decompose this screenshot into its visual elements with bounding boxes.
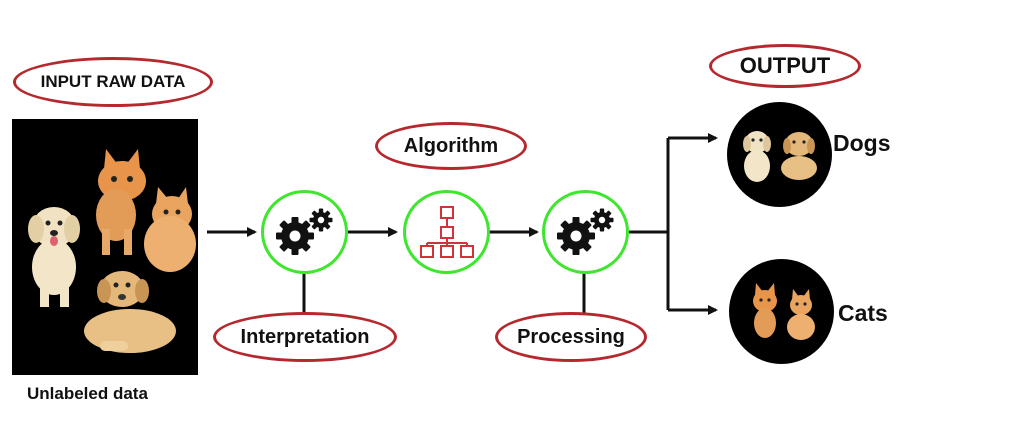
unlabeled-data-caption: Unlabeled data	[27, 384, 148, 403]
cats-image	[753, 283, 815, 340]
kitten-image	[96, 149, 146, 255]
processing-label: Processing	[495, 312, 647, 362]
interpretation-label: Interpretation	[213, 312, 397, 362]
input-raw-data-label: INPUT RAW DATA	[13, 57, 213, 107]
dogs-output-circle	[727, 102, 832, 207]
dogs-image	[743, 131, 817, 182]
interpretation-node	[261, 190, 348, 274]
processing-node	[542, 190, 629, 274]
unlabeled-data-image	[12, 119, 198, 375]
dogs-label: Dogs	[833, 130, 891, 156]
algorithm-label: Algorithm	[375, 122, 527, 170]
hierarchy-icon	[419, 206, 474, 258]
puppy-image	[28, 207, 80, 307]
gears-icon	[275, 208, 332, 255]
pets-illustration	[28, 149, 196, 353]
output-label: OUTPUT	[709, 44, 861, 88]
gears-icon	[556, 208, 613, 255]
dog-image	[84, 271, 176, 353]
cat-image	[144, 187, 196, 272]
algorithm-node	[403, 190, 490, 274]
cats-output-circle	[729, 259, 834, 364]
cats-label: Cats	[838, 300, 888, 326]
